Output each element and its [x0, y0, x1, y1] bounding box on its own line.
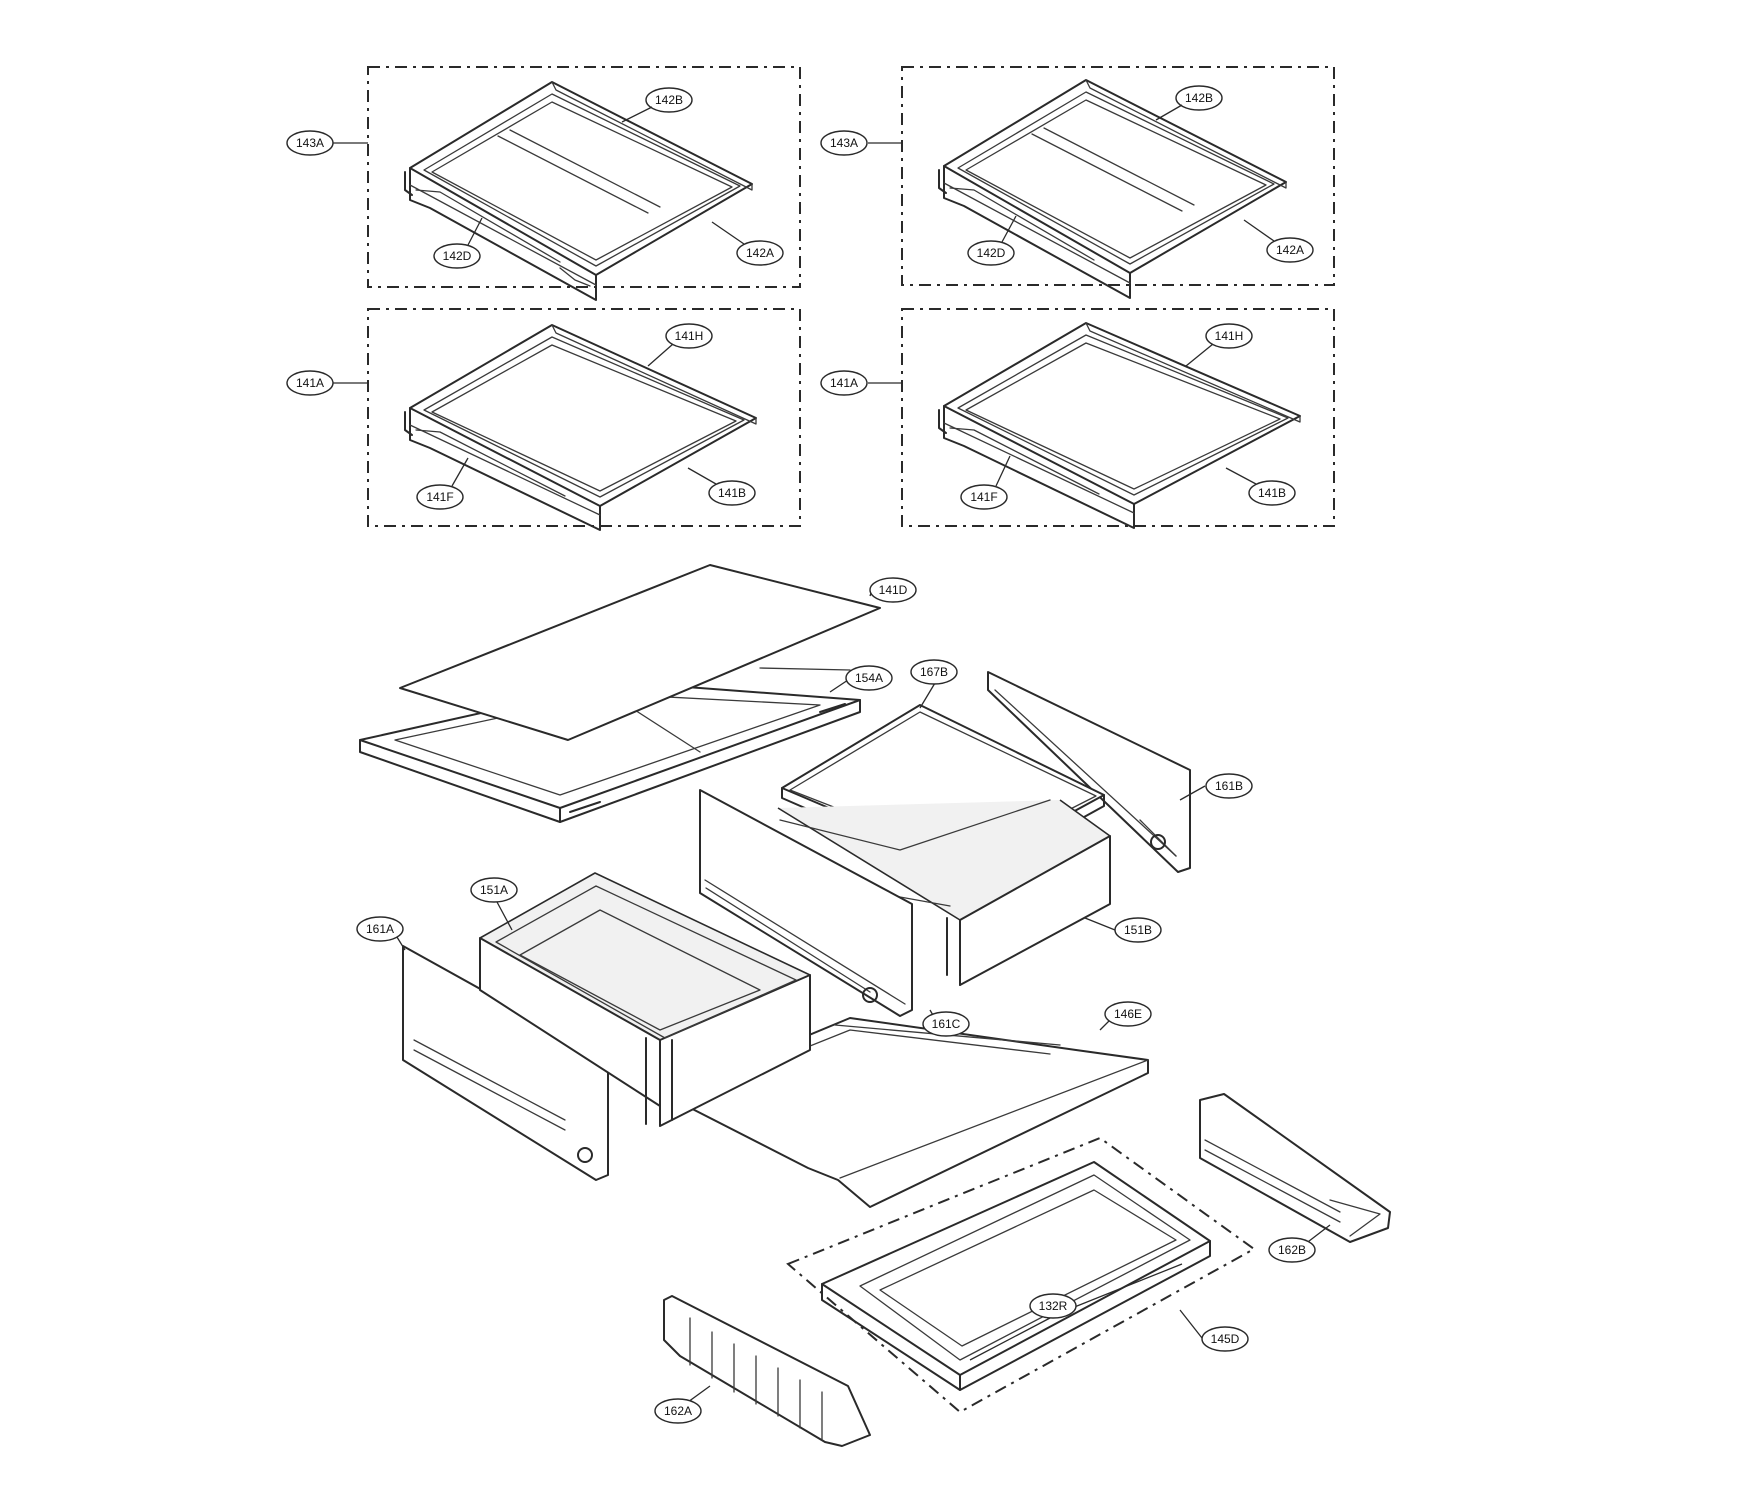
callout-label: 151A [480, 883, 508, 897]
callout-bubble: 161B [1205, 773, 1253, 799]
callout-label: 142A [746, 246, 774, 260]
group-box-143A-left [333, 66, 801, 301]
callout-bubble: 142D [433, 243, 481, 269]
callout-label: 141F [970, 490, 997, 504]
callout-label: 142A [1276, 243, 1304, 257]
callout-label: 141B [718, 486, 746, 500]
glass-panel-141D [399, 564, 881, 741]
callout-bubble: 142D [967, 240, 1015, 266]
callout-bubble: 142B [1175, 85, 1223, 111]
callout-label: 167B [920, 665, 948, 679]
callout-bubble: 151A [470, 877, 518, 903]
callout-bubble: 141H [1205, 323, 1253, 349]
callout-label: 141A [296, 376, 324, 390]
crisper-drawer-151A [479, 872, 811, 1127]
callout-bubble: 154A [845, 665, 893, 691]
callout-label: 145D [1211, 1332, 1240, 1346]
full-shelf-left [404, 324, 757, 531]
callout-bubble: 141F [960, 484, 1008, 510]
callout-bubble: 141F [416, 484, 464, 510]
callout-bubble: 142A [1266, 237, 1314, 263]
callout-bubble: 141D [869, 577, 917, 603]
callout-bubble: 162A [654, 1398, 702, 1424]
callout-label: 161C [932, 1017, 961, 1031]
callout-label: 141H [675, 329, 704, 343]
callout-bubble: 141B [708, 480, 756, 506]
split-shelf-right [938, 79, 1287, 299]
split-shelf-left [404, 81, 753, 301]
callout-bubble: 141B [1248, 480, 1296, 506]
callout-label: 132R [1039, 1299, 1068, 1313]
callout-label: 141A [830, 376, 858, 390]
callout-label: 141B [1258, 486, 1286, 500]
callout-label: 142D [443, 249, 472, 263]
callout-bubble: 161A [356, 916, 404, 942]
callout-bubble: 142A [736, 240, 784, 266]
callout-label: 154A [855, 671, 883, 685]
callout-bubble: 167B [910, 659, 958, 685]
tray-group-145D [786, 1136, 1256, 1414]
callout-label: 162A [664, 1404, 692, 1418]
callout-bubble: 141A [820, 370, 868, 396]
callout-bubble: 161C [922, 1011, 970, 1037]
callout-label: 142B [1185, 91, 1213, 105]
callout-label: 151B [1124, 923, 1152, 937]
callout-label: 161A [366, 922, 394, 936]
callout-bubble: 151B [1114, 917, 1162, 943]
callout-label: 161B [1215, 779, 1243, 793]
callout-label: 142D [977, 246, 1006, 260]
rail-cover-162A [663, 1295, 871, 1447]
callout-bubble: 143A [820, 130, 868, 156]
callout-label: 141F [426, 490, 453, 504]
callout-bubble: 146E [1104, 1001, 1152, 1027]
callout-bubble: 143A [286, 130, 334, 156]
leader-lines [391, 589, 1331, 1403]
group-box-141A-right [868, 308, 1335, 529]
callout-label: 141H [1215, 329, 1244, 343]
callout-label: 141D [879, 583, 908, 597]
callout-bubble: 132R [1029, 1293, 1077, 1319]
callout-label: 146E [1114, 1007, 1142, 1021]
group-box-143A-right [868, 66, 1335, 299]
callout-bubble: 145D [1201, 1326, 1249, 1352]
center-divider-161C [699, 789, 913, 1017]
callout-label: 143A [830, 136, 858, 150]
callout-bubble: 141H [665, 323, 713, 349]
callout-label: 142B [655, 93, 683, 107]
drawer-rail-161B [987, 671, 1191, 873]
callout-label: 162B [1278, 1243, 1306, 1257]
full-shelf-right [938, 322, 1301, 529]
rail-cover-162B [1199, 1093, 1391, 1243]
group-box-141A-left [333, 308, 801, 531]
callout-bubble: 142B [645, 87, 693, 113]
callout-bubble: 141A [286, 370, 334, 396]
callout-bubble: 162B [1268, 1237, 1316, 1263]
callout-label: 143A [296, 136, 324, 150]
